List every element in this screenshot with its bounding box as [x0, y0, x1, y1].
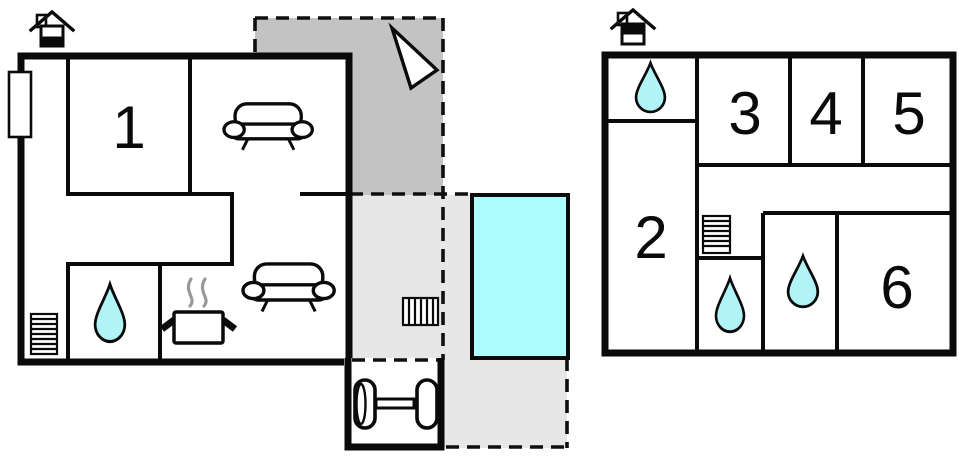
room-1-label: 1 [112, 94, 145, 161]
cooking-pot-icon [159, 277, 238, 345]
dashed-boundaries [253, 16, 569, 449]
house-upper-floor-icon [609, 7, 657, 46]
gym-room [344, 358, 445, 451]
stairs-icon [29, 312, 59, 356]
steps-icon [401, 296, 440, 327]
room-4-label: 4 [809, 80, 842, 147]
balcony-area [255, 18, 443, 195]
stairs-icon [701, 214, 732, 255]
room-6-label: 6 [880, 254, 913, 321]
swimming-pool [470, 193, 570, 360]
upper-floor-walls [604, 55, 952, 353]
ground-floor-plan: 1 [7, 9, 445, 451]
terrace-area [350, 195, 443, 358]
house-ground-floor-icon [28, 9, 76, 48]
water-drop-icon [634, 59, 667, 114]
upper-floor-plan: 2 3 4 5 6 [601, 7, 957, 357]
sofa-icon [241, 262, 336, 313]
sofa-icon [222, 102, 314, 151]
dumbbell-icon [353, 378, 439, 430]
room-2-label: 2 [634, 204, 667, 271]
entrance-door [7, 70, 33, 139]
water-drop-icon [93, 279, 127, 344]
outdoor-areas [253, 16, 570, 449]
room-5-label: 5 [892, 80, 925, 147]
room-3-label: 3 [728, 80, 761, 147]
ground-floor-walls [66, 56, 349, 361]
water-drop-icon [714, 273, 746, 334]
water-drop-icon [786, 251, 820, 309]
north-arrow-icon [388, 22, 440, 91]
